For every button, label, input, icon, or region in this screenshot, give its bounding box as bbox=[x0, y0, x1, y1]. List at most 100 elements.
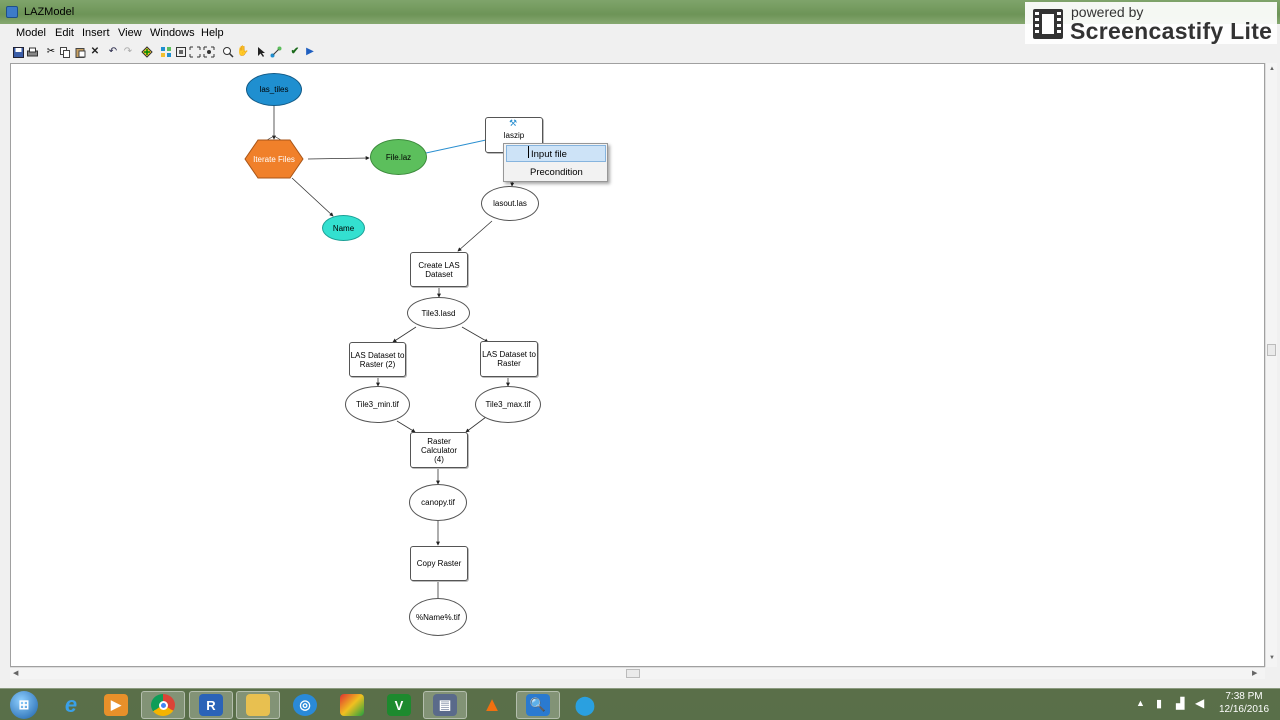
validate-icon[interactable]: ✔ bbox=[290, 46, 300, 57]
watermark-brand: Screencastify Lite bbox=[1070, 18, 1273, 44]
taskbar: ⊞ e ▶ R ◎ V ▤ ▲ 🔍 ⬤ ▲ ▮ ▟ ◀ bbox=[0, 688, 1280, 720]
node-tile3-lasd[interactable]: Tile3.lasd bbox=[407, 297, 470, 329]
scroll-down-icon[interactable]: ▼ bbox=[1269, 655, 1275, 661]
menu-windows[interactable]: Windows bbox=[150, 27, 195, 39]
node-name-tif[interactable]: %Name%.tif bbox=[409, 598, 467, 636]
windows-logo-icon: ⊞ bbox=[10, 691, 38, 719]
menu-view[interactable]: View bbox=[118, 27, 142, 39]
node-file-laz[interactable]: File.laz bbox=[370, 139, 427, 175]
show-hidden-icons-icon[interactable]: ▲ bbox=[1136, 698, 1145, 708]
clock-time: 7:38 PM bbox=[1225, 691, 1263, 702]
start-button[interactable]: ⊞ bbox=[2, 691, 46, 719]
folder-icon bbox=[246, 694, 270, 716]
arcgis-icon bbox=[340, 694, 364, 716]
film-icon bbox=[1033, 9, 1063, 39]
menu-bar: Model Edit Insert View Windows Help bbox=[0, 24, 1280, 44]
node-lasout-las[interactable]: lasout.las bbox=[481, 186, 539, 221]
pan-icon[interactable]: ✋ bbox=[236, 46, 250, 57]
fit-icon[interactable] bbox=[203, 46, 215, 58]
save-icon[interactable] bbox=[12, 46, 24, 58]
internet-explorer-icon: e bbox=[64, 692, 78, 717]
horizontal-scroll-thumb[interactable] bbox=[626, 669, 640, 678]
taskbar-file-explorer[interactable] bbox=[236, 691, 280, 719]
taskbar-filmstrip[interactable]: ▤ bbox=[423, 691, 467, 719]
taskbar-arcgis[interactable] bbox=[330, 691, 374, 719]
vertical-scroll-thumb[interactable] bbox=[1267, 344, 1276, 356]
connector-lasd-raster bbox=[461, 326, 489, 343]
battery-icon[interactable]: ▮ bbox=[1156, 698, 1163, 710]
connector-lasd-raster2 bbox=[392, 326, 417, 343]
menu-edit[interactable]: Edit bbox=[55, 27, 74, 39]
menu-insert[interactable]: Insert bbox=[82, 27, 110, 39]
scroll-right-icon[interactable]: ▶ bbox=[1252, 670, 1258, 677]
connector-filelaz-laszip bbox=[425, 139, 487, 154]
volume-icon[interactable]: ◀ bbox=[1195, 696, 1205, 710]
select-icon[interactable] bbox=[256, 46, 268, 58]
taskbar-media-player[interactable]: ▶ bbox=[94, 691, 138, 719]
context-menu-precondition[interactable]: Precondition bbox=[530, 167, 583, 178]
system-clock[interactable]: 7:38 PM 12/16/2016 bbox=[1212, 690, 1276, 716]
select-all-icon[interactable] bbox=[189, 46, 201, 58]
node-copy-raster[interactable]: Copy Raster bbox=[410, 546, 468, 581]
scroll-up-icon[interactable]: ▲ bbox=[1269, 66, 1275, 72]
cut-icon[interactable]: ✂ bbox=[46, 46, 56, 57]
iterator-hexagon-shape bbox=[244, 139, 304, 179]
undo-icon[interactable]: ↶ bbox=[108, 46, 118, 57]
node-iterate-files[interactable]: Iterate Files bbox=[244, 139, 304, 179]
taskbar-search-app[interactable]: 🔍 bbox=[516, 691, 560, 719]
copy-icon[interactable] bbox=[59, 46, 71, 58]
menu-model[interactable]: Model bbox=[16, 27, 46, 39]
node-tile3-max-tif[interactable]: Tile3_max.tif bbox=[475, 386, 541, 423]
full-extent-icon[interactable] bbox=[175, 46, 187, 58]
taskbar-chrome[interactable] bbox=[141, 691, 185, 719]
text-cursor-icon bbox=[528, 146, 534, 158]
vim-icon: V bbox=[387, 694, 411, 716]
connector-lines bbox=[266, 106, 515, 605]
toolbar: ✂ ✕ ↶ ↷ ✋ ✔ ▶ bbox=[0, 44, 1280, 62]
context-menu: Input file Precondition bbox=[503, 143, 608, 182]
print-icon[interactable] bbox=[26, 46, 38, 58]
taskbar-vim[interactable]: V bbox=[377, 691, 421, 719]
connector-max-calc bbox=[465, 416, 487, 433]
connector-iterate-name bbox=[291, 177, 334, 217]
r-icon: R bbox=[199, 694, 223, 716]
zoom-in-icon[interactable] bbox=[222, 46, 234, 58]
network-icon: ◎ bbox=[293, 694, 317, 716]
taskbar-r[interactable]: R bbox=[189, 691, 233, 719]
node-create-las-dataset[interactable]: Create LAS Dataset bbox=[410, 252, 468, 287]
taskbar-map-app[interactable]: ⬤ bbox=[563, 691, 607, 719]
node-canopy-tif[interactable]: canopy.tif bbox=[409, 484, 467, 521]
vertical-scrollbar[interactable]: ▲ ▼ bbox=[1265, 63, 1277, 667]
iterate-files-label: Iterate Files bbox=[253, 154, 295, 164]
node-name[interactable]: Name bbox=[322, 215, 365, 241]
add-data-icon[interactable] bbox=[141, 46, 153, 58]
map-pin-icon: ⬤ bbox=[574, 694, 596, 715]
watermark-powered-by: powered by bbox=[1071, 4, 1144, 20]
screencastify-watermark: powered by Screencastify Lite bbox=[1025, 2, 1277, 44]
context-menu-input-file[interactable]: Input file bbox=[506, 145, 606, 162]
menu-help[interactable]: Help bbox=[201, 27, 224, 39]
taskbar-internet-explorer[interactable]: e bbox=[49, 691, 93, 719]
run-icon[interactable]: ▶ bbox=[306, 46, 314, 57]
node-las-dataset-to-raster-2[interactable]: LAS Dataset to Raster (2) bbox=[349, 342, 406, 377]
horizontal-scrollbar[interactable]: ◀ ▶ bbox=[10, 667, 1265, 679]
node-las-dataset-to-raster[interactable]: LAS Dataset to Raster bbox=[480, 341, 538, 377]
scroll-left-icon[interactable]: ◀ bbox=[13, 670, 19, 677]
network-signal-icon[interactable]: ▟ bbox=[1176, 698, 1185, 710]
tool-hammer-icon: ⚒ bbox=[508, 117, 518, 128]
model-canvas[interactable]: las_tiles Iterate Files File.laz Name la… bbox=[10, 63, 1265, 667]
chrome-icon bbox=[151, 694, 175, 716]
node-tile3-min-tif[interactable]: Tile3_min.tif bbox=[345, 386, 410, 423]
paste-icon[interactable] bbox=[74, 46, 86, 58]
connect-icon[interactable] bbox=[270, 46, 282, 58]
redo-icon[interactable]: ↷ bbox=[123, 46, 133, 57]
node-raster-calculator-4[interactable]: Raster Calculator (4) bbox=[410, 432, 468, 468]
delete-icon[interactable]: ✕ bbox=[90, 46, 100, 57]
window-title: LAZModel bbox=[24, 6, 75, 18]
media-player-icon: ▶ bbox=[104, 694, 128, 716]
taskbar-network-app[interactable]: ◎ bbox=[283, 691, 327, 719]
auto-layout-icon[interactable] bbox=[160, 46, 172, 58]
connector-iterate-filelaz bbox=[307, 156, 370, 161]
taskbar-vlc[interactable]: ▲ bbox=[470, 691, 514, 719]
node-las-tiles[interactable]: las_tiles bbox=[246, 73, 302, 106]
